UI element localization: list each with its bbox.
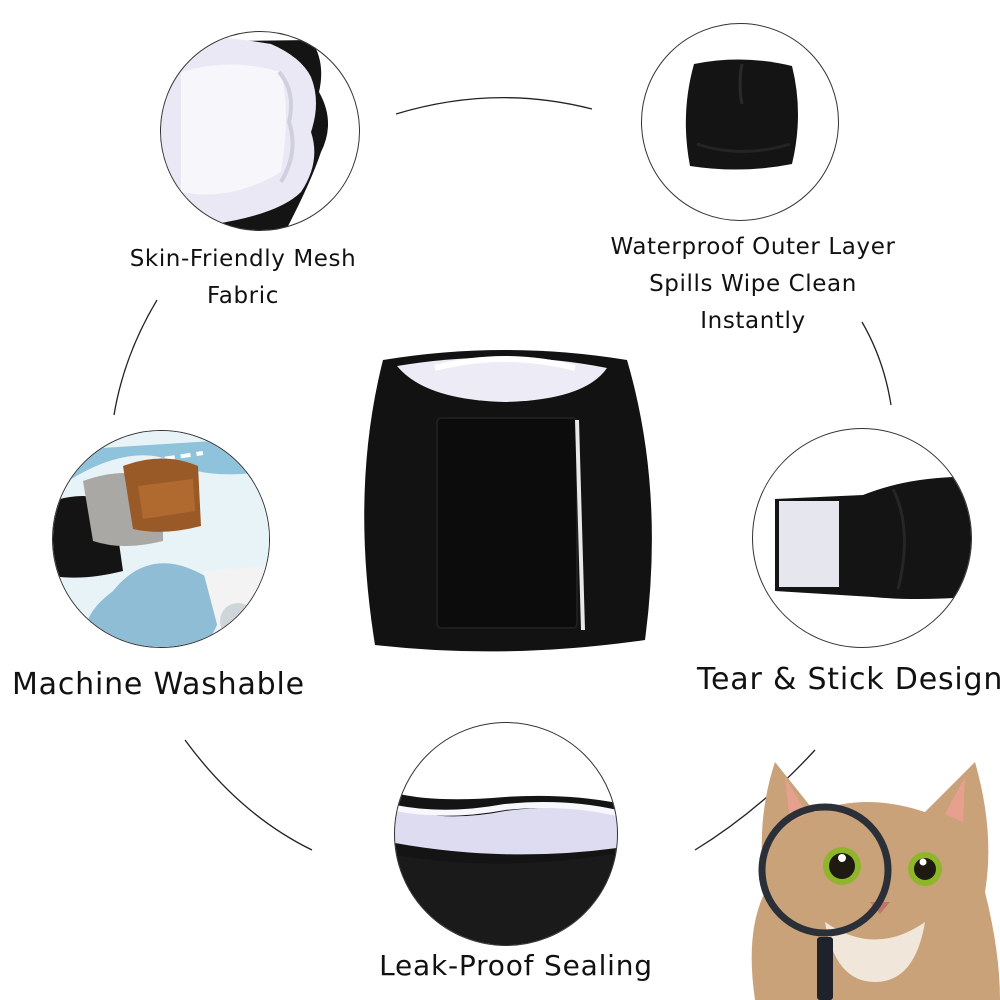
feature-image-tear-stick: [752, 428, 972, 648]
feature-label-leak-proof: Leak-Proof Sealing: [379, 949, 653, 982]
feature-image-waterproof: [641, 23, 839, 221]
belly-band-product-icon: [364, 350, 652, 652]
washing-machine-wave-icon: [53, 431, 269, 647]
black-waterproof-wrap-icon: [685, 59, 798, 170]
feature-image-mesh: [160, 31, 360, 231]
feature-label-tear-stick: Tear & Stick Design: [697, 662, 1000, 697]
feature-label-washable: Machine Washable: [12, 667, 305, 702]
feature-label-waterproof: Waterproof Outer Layer Spills Wipe Clean…: [610, 234, 896, 334]
cat-with-magnifying-glass-icon: [751, 762, 1000, 1000]
velcro-strap-icon: [775, 477, 971, 599]
feature-image-washable: [52, 430, 270, 648]
white-mesh-lining-icon: [161, 36, 329, 230]
feature-label-mesh: Skin-Friendly Mesh Fabric: [129, 246, 357, 309]
elastic-edge-icon: [395, 793, 617, 945]
feature-image-leak-proof: [394, 722, 618, 946]
